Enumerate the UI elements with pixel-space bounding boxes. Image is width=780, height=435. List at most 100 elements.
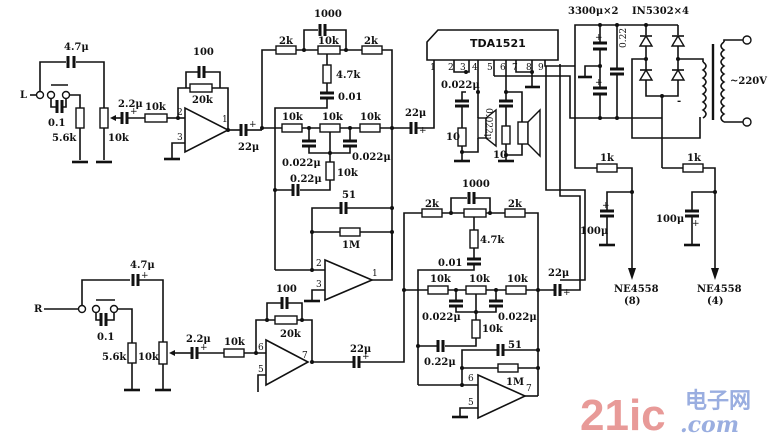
tone-opamp-right [477, 373, 527, 420]
svg-text:2k: 2k [279, 36, 294, 47]
tda1521-chip: TDA1521 1 2 3 4 5 6 7 8 9 10 0.022μ [426, 29, 600, 281]
svg-text:2: 2 [316, 259, 322, 269]
svg-text:22μ: 22μ [350, 344, 371, 355]
watermark-domain: .com [680, 412, 739, 435]
transformer-primary [720, 41, 726, 123]
svg-text:1: 1 [430, 63, 436, 73]
res-10k-left-in: 10k [145, 102, 167, 113]
svg-text:+: + [200, 343, 208, 353]
svg-text:10k: 10k [322, 112, 344, 123]
left-input-stage: L 4.7μ 0.1 5.6k 10k + 2.2μ 10k [20, 42, 262, 164]
svg-text:0.022μ: 0.022μ [422, 312, 461, 323]
svg-text:+: + [595, 78, 603, 88]
svg-text:4.7μ: 4.7μ [130, 260, 155, 271]
svg-text:7: 7 [512, 63, 518, 73]
preamp-opamp-right [265, 338, 310, 387]
svg-text:1M: 1M [342, 240, 360, 251]
svg-text:5: 5 [258, 365, 264, 375]
svg-text:51: 51 [508, 340, 522, 351]
cap-2.2u-left: 2.2μ [118, 99, 143, 110]
svg-text:6: 6 [468, 374, 474, 384]
svg-text:22μ: 22μ [548, 268, 569, 279]
svg-text:7: 7 [302, 351, 308, 361]
right-tone-control: 2k 1000 2k 4.7k 0.01 10k 10k 10k [402, 64, 581, 420]
pot-10k-left: 10k [108, 133, 130, 144]
svg-text:1M: 1M [506, 377, 524, 388]
svg-text:1000: 1000 [314, 9, 342, 20]
cap-4.7u-left: 4.7μ [64, 42, 89, 53]
svg-text:+: + [249, 120, 257, 130]
svg-text:2.2μ: 2.2μ [186, 334, 211, 345]
svg-text:0.022μ: 0.022μ [441, 80, 480, 91]
svg-text:0.022μ: 0.022μ [282, 158, 321, 169]
svg-text:0.1: 0.1 [97, 332, 114, 343]
svg-text:100μ: 100μ [656, 214, 684, 225]
mains-terminal-2 [742, 117, 752, 127]
svg-text:10k: 10k [469, 274, 491, 285]
cap-22u-left-pre: 22μ [238, 142, 259, 153]
input-jack-terminal [35, 90, 45, 100]
svg-text:1: 1 [222, 115, 228, 125]
svg-text:4.7k: 4.7k [480, 235, 505, 246]
svg-text:9: 9 [538, 63, 544, 73]
svg-text:3: 3 [177, 133, 183, 143]
power-supply: 3300μ×2 IN5302×4 + + 0.22 - [568, 6, 767, 307]
svg-text:+: + [362, 352, 370, 362]
svg-text:10k: 10k [360, 112, 382, 123]
right-input-label: R [34, 304, 43, 315]
svg-text:10k: 10k [318, 36, 340, 47]
chip-label: TDA1521 [470, 37, 526, 50]
watermark-cn: 电子网 [685, 389, 751, 414]
svg-text:(4): (4) [707, 296, 723, 307]
svg-text:0.022μ: 0.022μ [352, 152, 391, 163]
svg-text:10k: 10k [482, 324, 504, 335]
right-input-stage: R + 4.7μ 0.1 5.6k 10k + 2.2μ 10k 6 5 [34, 260, 405, 392]
svg-text:0.22μ: 0.22μ [290, 174, 322, 185]
svg-text:2: 2 [448, 63, 454, 73]
svg-text:4.7k: 4.7k [336, 70, 361, 81]
cap-0.1-left: 0.1 [48, 118, 65, 129]
svg-text:20k: 20k [280, 329, 302, 340]
svg-text:10: 10 [446, 132, 460, 143]
svg-text:0.01: 0.01 [438, 258, 462, 269]
svg-text:10k: 10k [507, 274, 529, 285]
svg-text:0.22: 0.22 [619, 28, 629, 48]
svg-text:10: 10 [493, 150, 507, 161]
svg-text:1: 1 [372, 269, 378, 279]
svg-text:8: 8 [526, 63, 532, 73]
svg-text:+: + [595, 33, 603, 43]
svg-text:+: + [419, 126, 427, 136]
svg-text:0.022μ: 0.022μ [483, 108, 493, 140]
bass-pot-left [319, 123, 341, 133]
svg-text:2k: 2k [425, 199, 440, 210]
svg-text:2: 2 [177, 108, 183, 118]
mains-terminal-1 [742, 35, 752, 45]
svg-text:1000: 1000 [462, 179, 490, 190]
svg-text:3300μ×2: 3300μ×2 [568, 6, 619, 17]
svg-text:6: 6 [500, 63, 506, 73]
tone-opamp-left [324, 258, 375, 302]
svg-text:100μ: 100μ [580, 226, 608, 237]
treble-pot-left [317, 45, 341, 55]
left-tone-control: 2k 10k 1000 2k 4.7k 0.01 10k 10k 10k [260, 9, 435, 303]
svg-text:-: - [677, 96, 681, 107]
svg-text:(8): (8) [624, 296, 640, 307]
svg-text:0.022μ: 0.022μ [498, 312, 537, 323]
svg-text:0.22μ: 0.22μ [424, 357, 456, 368]
svg-text:+: + [563, 288, 571, 298]
arrow-ne4558-pin8 [628, 268, 636, 280]
svg-text:1k: 1k [600, 153, 615, 164]
svg-text:2k: 2k [508, 199, 523, 210]
tda1521-body [426, 29, 559, 61]
svg-text:10k: 10k [224, 337, 246, 348]
svg-text:10k: 10k [337, 168, 359, 179]
svg-text:2k: 2k [364, 36, 379, 47]
svg-text:NE4558: NE4558 [614, 284, 659, 295]
svg-text:4: 4 [472, 63, 478, 73]
watermark: 21ic 电子网 .com [580, 389, 751, 435]
svg-text:10k: 10k [138, 352, 160, 363]
res-20k-left: 20k [192, 95, 214, 106]
transformer-secondary [701, 61, 707, 119]
res-5.6k-left: 5.6k [52, 133, 77, 144]
